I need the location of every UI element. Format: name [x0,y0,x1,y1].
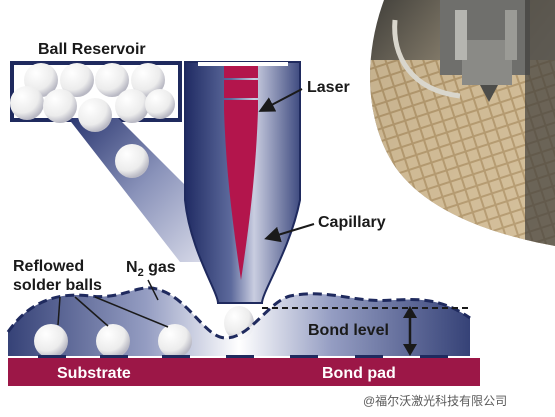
solder-ball [158,324,192,358]
solder-ball [96,324,130,358]
solder-ball [43,89,77,123]
bond-level-arrow [403,306,417,356]
laser-leader-line [258,88,303,112]
capillary-label: Capillary [318,214,386,231]
reflowed-solder-balls-label: Reflowed solder balls [13,257,102,295]
reflow-leader-line [74,296,109,327]
solder-ball [95,63,129,97]
laser-label: Laser [307,79,350,96]
laser-beam [224,66,258,280]
reflowed-label-line2: solder balls [13,277,102,294]
solder-ball [115,144,149,178]
feed-chute [68,118,210,262]
solder-ball-group [10,63,175,178]
n2-gas-label: N2 gas [126,259,176,279]
solder-ball [60,63,94,97]
solder-ball [34,324,68,358]
solder-ball [78,98,112,132]
reflowed-balls [34,324,192,358]
bond-pad-label: Bond pad [322,365,396,382]
ball-reservoir [10,61,210,262]
capillary-leader-line [264,223,315,243]
solder-ball [131,63,165,97]
solder-ball [115,89,149,123]
ball-reservoir-label: Ball Reservoir [38,41,146,58]
watermark-text: @福尔沃激光科技有限公司 [363,394,508,408]
reflow-leader-line [57,296,61,326]
n2-prefix: N [126,259,138,276]
substrate-bar [8,358,480,386]
bond-level-label: Bond level [308,322,389,339]
n2-subscript: 2 [137,267,144,280]
solder-ball [10,86,44,120]
reflowed-label-line1: Reflowed [13,258,85,275]
photo-inset [370,0,555,246]
n2-suffix: gas [143,259,176,276]
solder-ball [145,89,175,119]
capillary [184,61,301,340]
substrate-label: Substrate [57,365,131,382]
n2-leader-line [147,279,159,301]
reflow-leader-line [94,296,169,328]
